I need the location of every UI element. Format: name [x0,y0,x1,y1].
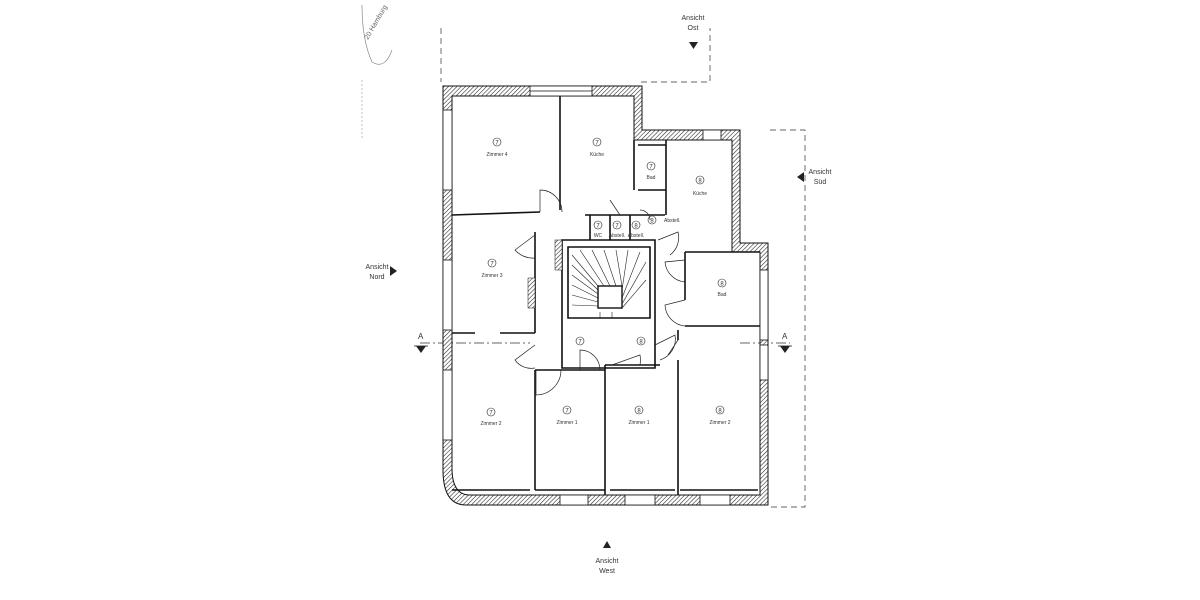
arrow-left-icon [797,172,804,182]
room-abst8b-num: 8 [650,219,654,225]
room-kueche8-num: 8 [698,179,702,185]
arrow-up-icon [603,541,611,548]
door-swings [514,189,686,396]
arrow-down-icon [689,42,698,49]
section-label-left: A [418,332,424,341]
view-nord-line2: Nord [369,274,384,281]
room-bad8-num: 8 [720,282,724,288]
view-sued: Ansicht Süd [797,169,832,186]
room-zimmer2-7-num: 7 [489,411,493,417]
room-abst8-num: 8 [634,224,638,230]
room-zimmer1-7-name: Zimmer 1 [556,420,577,426]
room-wc7-name: WC [594,233,603,239]
view-sued-line2: Süd [814,179,827,186]
room-zimmer1-8-num: 8 [637,409,641,415]
stamp-mark: 20 Hamburg [361,4,393,140]
radiators [527,239,563,309]
room-zimmer4-name: Zimmer 4 [486,152,507,158]
room-kueche8-name: Küche [693,191,707,197]
room-zimmer1-8-name: Zimmer 1 [628,420,649,426]
view-ost-line2: Ost [688,25,699,32]
room-zimmer2-8-num: 8 [718,409,722,415]
room-abst7-num: 7 [615,224,619,230]
exterior-walls [442,85,769,506]
stamp-text: 20 Hamburg [364,4,389,41]
view-nord-line1: Ansicht [366,264,389,271]
room-bad7-num: 7 [649,165,653,171]
interior-walls [451,96,760,495]
room-zimmer1-7-num: 7 [565,409,569,415]
view-lines [440,28,806,508]
windows [442,85,769,506]
room-abst8-name: Abstell. [628,233,644,239]
room-kueche7-name: Küche [590,152,604,158]
view-ost-line1: Ansicht [682,15,705,22]
stair-treads [571,249,647,318]
room-labels: 7 Zimmer 4 7 Küche 7 Bad 8 Küche 7 WC 7 … [480,137,731,427]
room-flur8-num: 8 [639,340,643,346]
view-west-line2: West [599,568,615,575]
room-zimmer3-num: 7 [490,262,494,268]
room-wc7-num: 7 [596,224,600,230]
room-zimmer4-num: 7 [495,141,499,147]
section-markers: A A [414,332,792,353]
room-bad8-name: Bad [718,292,727,298]
room-zimmer2-7-name: Zimmer 2 [480,421,501,427]
room-zimmer3-name: Zimmer 3 [481,273,502,279]
section-label-right: A [782,332,788,341]
view-west: Ansicht West [596,541,619,575]
room-abst8b-name: Abstell. [664,218,680,224]
room-kueche7-num: 7 [595,141,599,147]
view-sued-line1: Ansicht [809,169,832,176]
room-zimmer2-8-name: Zimmer 2 [709,420,730,426]
room-bad7-name: Bad [647,175,656,181]
view-west-line1: Ansicht [596,558,619,565]
room-abst7-name: Abstell. [609,233,625,239]
arrow-right-icon [390,266,397,276]
view-ost: Ansicht Ost [682,15,705,49]
room-flur7-num: 7 [578,340,582,346]
view-nord: Ansicht Nord [366,264,397,281]
